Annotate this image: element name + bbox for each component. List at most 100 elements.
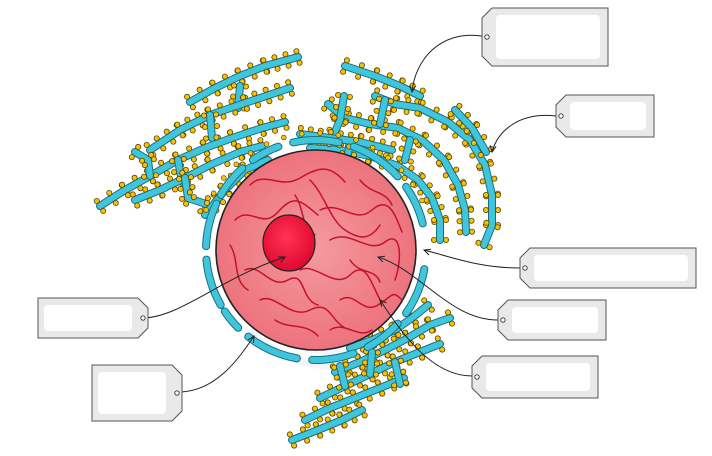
ribosome	[331, 364, 338, 371]
ribosome	[405, 97, 412, 104]
ribosome	[476, 163, 483, 170]
ribosome	[260, 57, 267, 64]
ribosome	[324, 399, 331, 406]
leader-line	[377, 256, 499, 321]
ribosome	[100, 208, 107, 215]
er-cisterna	[289, 407, 365, 443]
ribosome	[394, 88, 401, 95]
ribosome	[398, 145, 405, 152]
ribosome	[203, 135, 210, 142]
ribosome	[374, 349, 381, 356]
ribosome	[396, 155, 403, 162]
ribosome	[427, 208, 434, 215]
ribosome	[274, 65, 281, 72]
ribosome	[397, 357, 404, 364]
ribosome	[260, 130, 267, 137]
ribosome	[385, 155, 391, 161]
ribosome	[482, 191, 489, 198]
ribosome	[119, 181, 126, 188]
ribosome	[442, 236, 449, 243]
ribosome	[452, 132, 459, 139]
ribosome	[190, 194, 197, 201]
ribosome	[390, 335, 397, 342]
ribosome	[242, 124, 249, 131]
ribosome	[299, 411, 306, 418]
ribosome	[387, 98, 394, 105]
ribosome	[428, 327, 435, 334]
ribosome	[456, 102, 463, 109]
ribosome	[285, 79, 292, 86]
ribosome	[400, 368, 407, 375]
arrow-head	[247, 335, 255, 344]
ribosome	[382, 83, 389, 90]
ribosome	[186, 189, 193, 196]
ribosome	[317, 416, 324, 423]
ribosome	[317, 130, 323, 136]
ribosome	[419, 87, 426, 94]
ribosome	[124, 192, 131, 199]
ribosome	[403, 108, 410, 115]
ribosome	[369, 98, 376, 105]
ribosome	[369, 78, 376, 85]
ribosome	[374, 379, 381, 386]
er-cisterna	[350, 143, 401, 180]
ribosome	[464, 192, 471, 199]
ribosome	[139, 157, 146, 164]
label-tags	[37, 7, 697, 422]
ribosome	[201, 112, 208, 119]
ribosome	[343, 57, 350, 64]
ribosome	[327, 129, 334, 136]
ribosome	[373, 360, 380, 367]
chromatin-thread	[339, 293, 403, 308]
ribosome	[425, 151, 432, 158]
ribosome	[221, 73, 228, 80]
ribosome	[196, 86, 203, 93]
ribosome	[202, 124, 209, 131]
ribosome	[332, 394, 339, 401]
leader-line	[411, 34, 483, 93]
chromatin-thread	[359, 179, 393, 206]
ribosome	[247, 62, 254, 69]
ribosome	[321, 105, 328, 112]
ribosome	[361, 370, 368, 377]
er-cisterna	[332, 93, 347, 135]
ribosome	[438, 203, 445, 210]
ribosome	[421, 297, 428, 304]
ribosome	[419, 173, 426, 180]
ribosome	[433, 106, 440, 113]
ribosome	[369, 144, 376, 151]
ribosome	[408, 165, 415, 172]
ribosome	[251, 90, 258, 97]
ribosome	[176, 175, 183, 182]
ribosome	[329, 427, 336, 434]
ribosome	[412, 138, 419, 145]
tag-hole	[558, 113, 564, 119]
ribosome	[401, 135, 408, 142]
ribosome	[246, 140, 253, 147]
rough-er-upper-left	[93, 48, 303, 222]
leader-line	[491, 114, 557, 153]
ribosome	[283, 124, 290, 131]
er-cisterna	[332, 315, 453, 375]
ribosome	[442, 172, 449, 179]
ribosome	[333, 104, 340, 111]
ribosome	[479, 178, 486, 185]
ribosome	[362, 384, 369, 391]
ribosome	[487, 160, 494, 167]
ribosome	[169, 158, 176, 165]
chromatin-thread	[319, 203, 403, 233]
ribosome	[358, 62, 365, 69]
ribosome	[457, 229, 464, 236]
ribosome	[221, 175, 227, 181]
ribosome	[166, 175, 173, 182]
ribosome	[271, 54, 278, 61]
ribosome	[449, 183, 456, 190]
tag-hole	[522, 265, 528, 271]
ribosome	[172, 186, 179, 193]
ribosome	[407, 158, 414, 165]
ribosome	[131, 174, 138, 181]
ribosome	[419, 354, 426, 361]
tag-hole	[484, 34, 490, 40]
ribosome	[446, 154, 453, 161]
ribosome	[291, 442, 298, 449]
